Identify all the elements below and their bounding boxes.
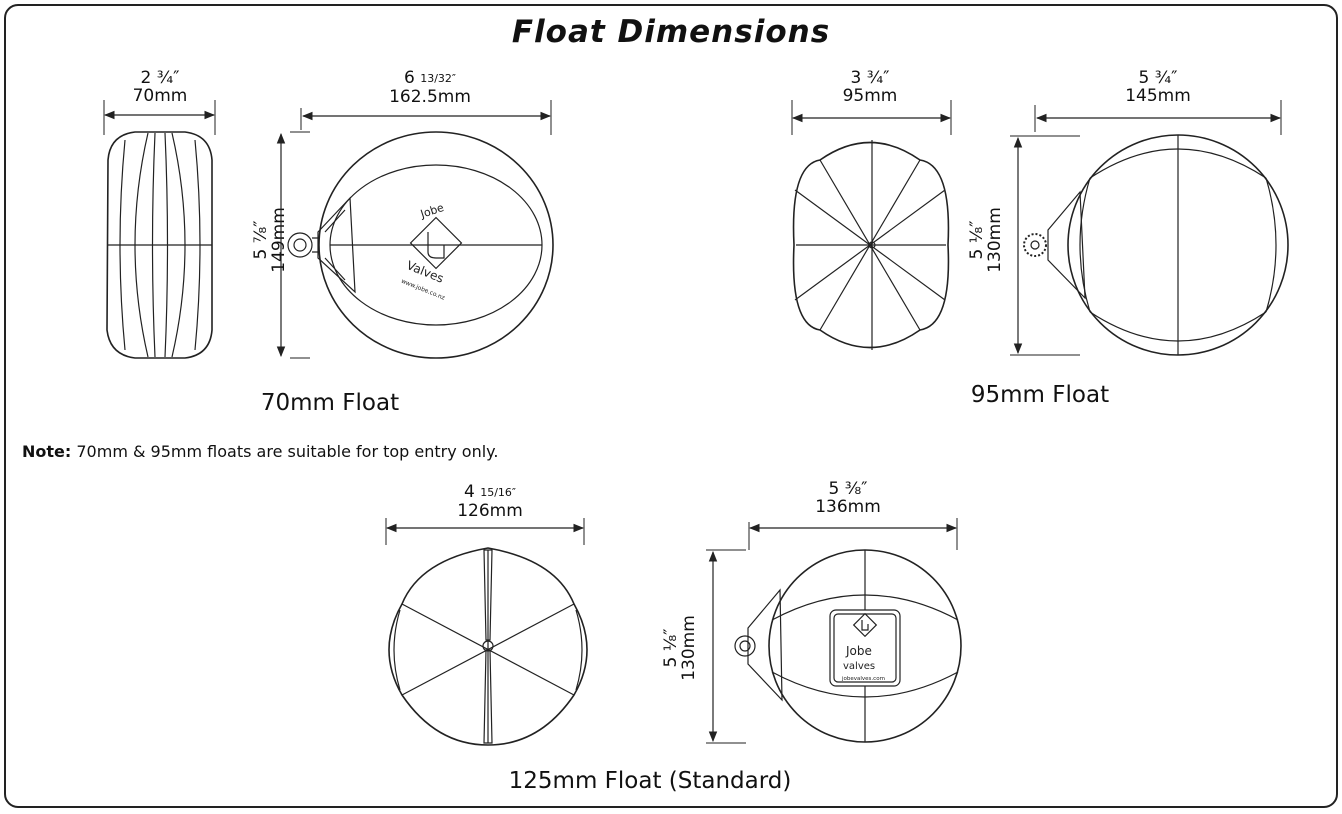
f95-length-label: 5 ¾″ 145mm [1098, 69, 1218, 105]
f125-top-view [706, 518, 962, 744]
f125-length-label: 5 ⅜″ 136mm [788, 480, 908, 516]
f125-length-imperial: 5 ⅜″ [828, 479, 868, 499]
f70-side-view [103, 100, 216, 359]
f70-width-imperial: 2 ¾″ [140, 68, 180, 88]
f95-side-view [791, 100, 952, 350]
f95-width-imperial: 3 ¾″ [850, 68, 890, 88]
f125-logo-url: jobevalves.com [841, 676, 885, 682]
f125-caption: 125mm Float (Standard) [508, 768, 792, 794]
f125-width-label: 4 15/16″ 126mm [420, 483, 560, 520]
f95-length-metric: 145mm [1125, 86, 1191, 106]
f125-logo-line2: valves [843, 661, 875, 672]
f70-width-metric: 70mm [132, 86, 188, 106]
f95-caption: 95mm Float [970, 382, 1110, 408]
f95-width-label: 3 ¾″ 95mm [810, 69, 930, 105]
f95-length-imperial: 5 ¾″ [1138, 68, 1178, 88]
f70-caption: 70mm Float [260, 390, 400, 416]
f125-length-metric: 136mm [815, 497, 881, 517]
note-label: Note: [22, 442, 72, 461]
f125-width-imperial-whole: 4 [463, 482, 475, 502]
page-border [4, 4, 1338, 808]
f125-width-metric: 126mm [457, 501, 523, 521]
f70-length-metric: 162.5mm [389, 87, 471, 107]
f70-length-imperial-whole: 6 [403, 68, 415, 88]
f70-width-label: 2 ¾″ 70mm [100, 69, 220, 105]
f125-width-imperial: 4 15/16″ [420, 483, 560, 502]
page-title: Float Dimensions [511, 14, 831, 50]
f70-length-label: 6 13/32″ 162.5mm [360, 69, 500, 106]
f70-logo-brand: Jobe [418, 201, 446, 221]
f125-logo-brand: Jobe [845, 644, 872, 658]
top-entry-note: Note: 70mm & 95mm floats are suitable fo… [22, 442, 498, 461]
f70-length-imperial: 6 13/32″ [360, 69, 500, 88]
f125-width-imperial-fraction: 15/16″ [480, 486, 517, 499]
f70-top-view [276, 100, 554, 359]
note-text: 70mm & 95mm floats are suitable for top … [71, 442, 499, 461]
f70-length-imperial-fraction: 13/32″ [420, 72, 457, 85]
f95-width-metric: 95mm [842, 86, 898, 106]
f95-top-view [1010, 100, 1289, 356]
f125-side-view [385, 518, 588, 746]
